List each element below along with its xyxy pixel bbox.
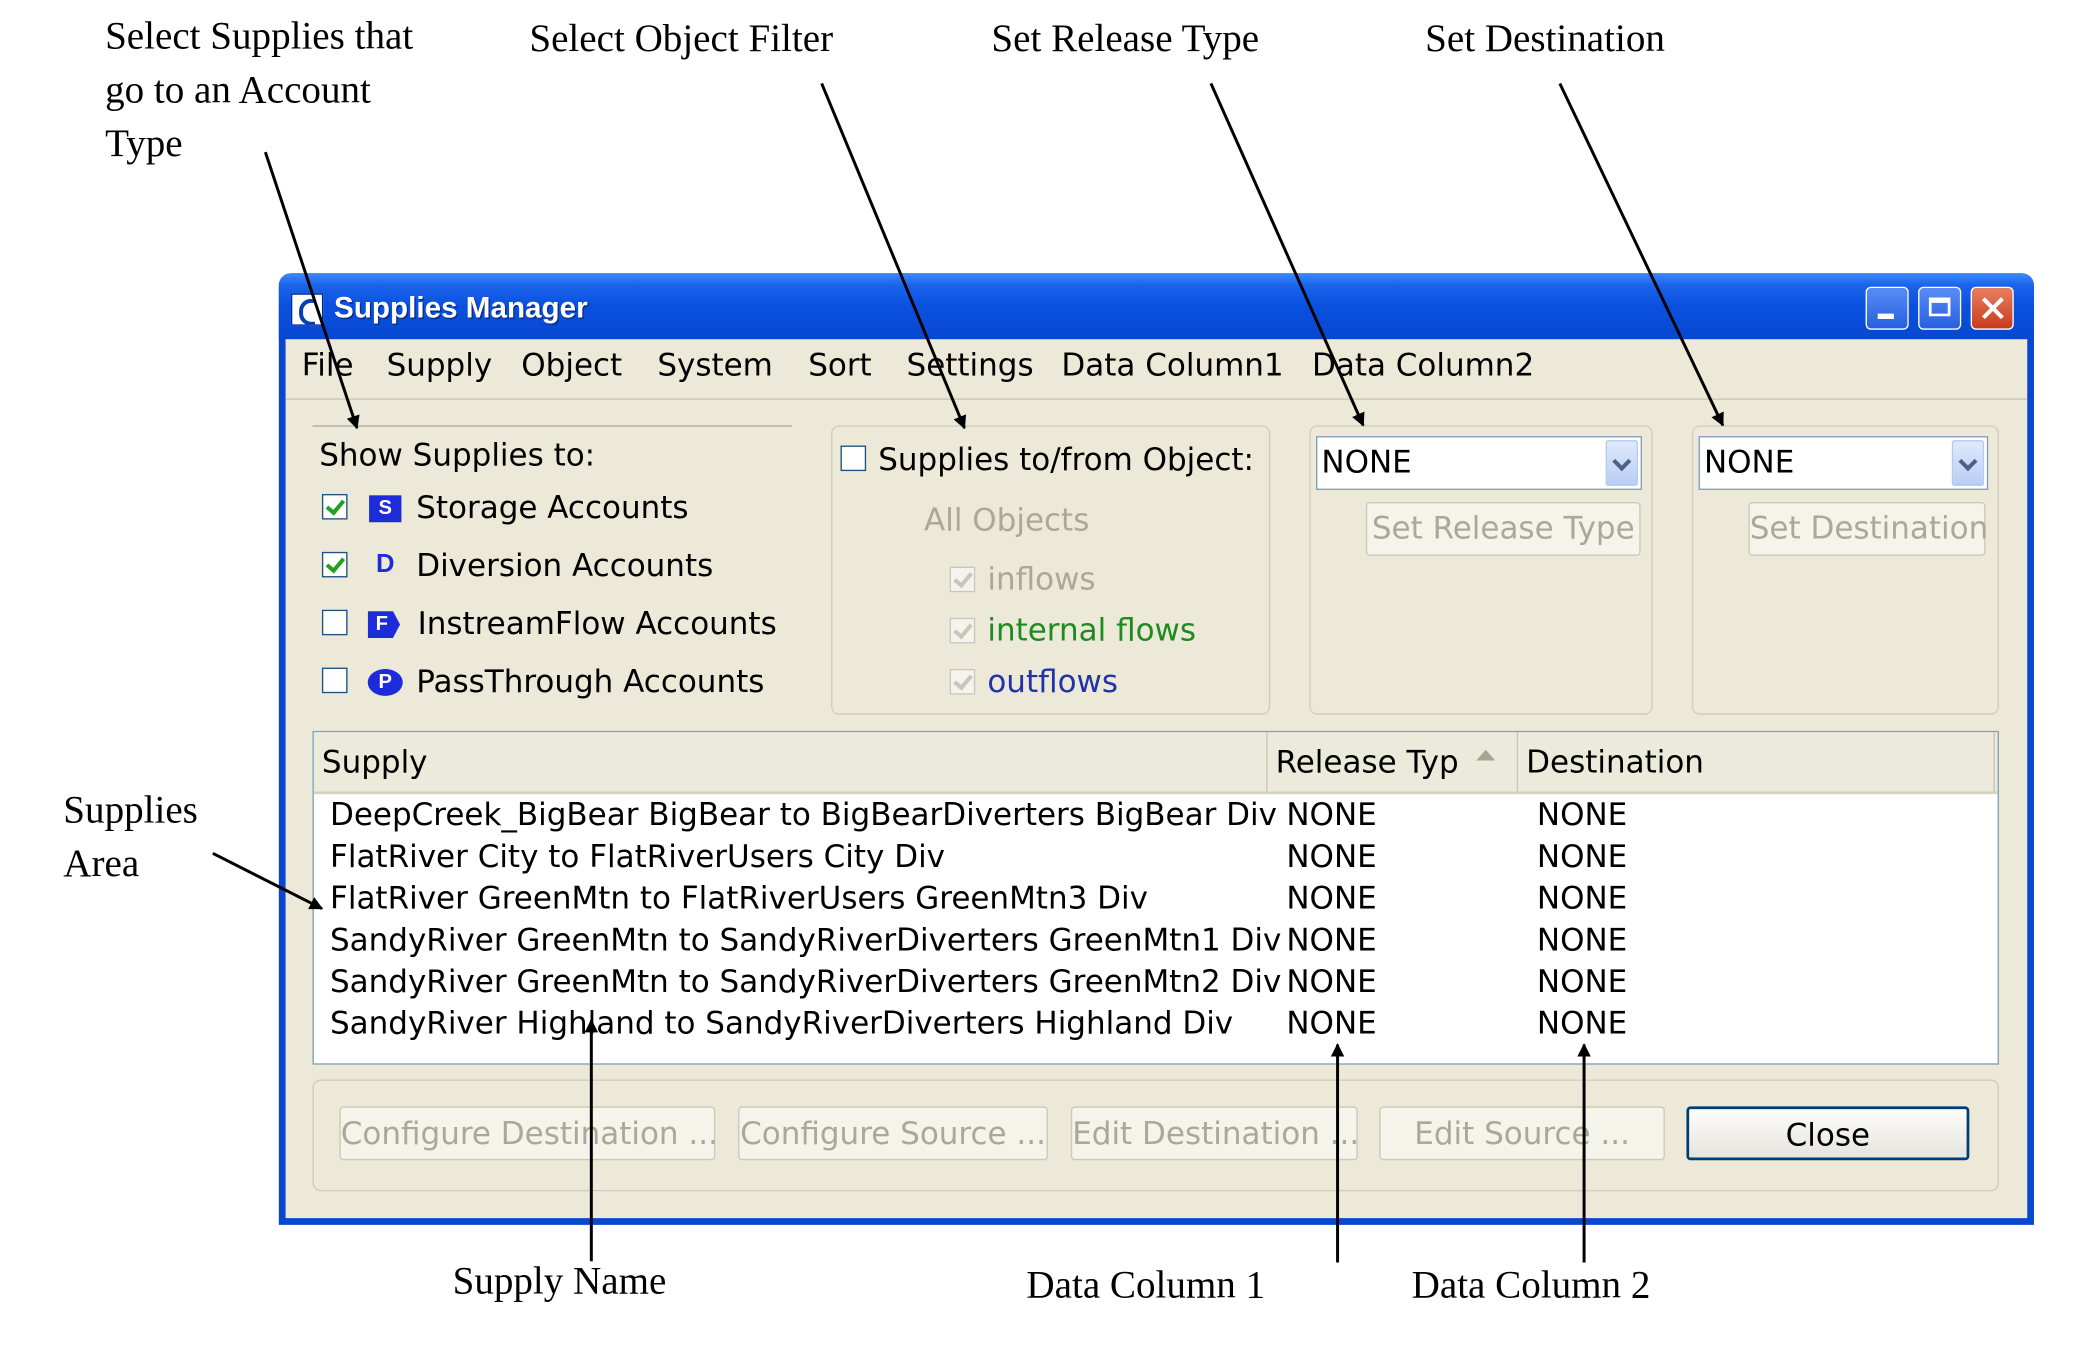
annotation-data-column-1: Data Column 1: [1026, 1263, 1266, 1307]
menu-data-column1[interactable]: Data Column1: [1061, 348, 1284, 384]
chevron-down-icon[interactable]: [1605, 440, 1638, 486]
menu-sort[interactable]: Sort: [808, 348, 872, 384]
edit-source-button[interactable]: Edit Source ...: [1379, 1106, 1665, 1161]
release-type-group: [1309, 425, 1653, 715]
inflows-checkbox[interactable]: [949, 566, 976, 593]
destination-cell: NONE: [1536, 839, 1628, 875]
release-type-dropdown[interactable]: NONE: [1316, 436, 1642, 490]
table-row[interactable]: DeepCreek_BigBear BigBear to BigBearDive…: [314, 795, 1998, 837]
internal-flows-checkbox[interactable]: [949, 617, 976, 644]
release-type-cell: NONE: [1286, 965, 1377, 1001]
passthrough-account-icon: P: [367, 668, 403, 696]
menu-system[interactable]: System: [657, 348, 773, 384]
destination-selected: NONE: [1703, 445, 1795, 481]
column-header-destination[interactable]: Destination: [1518, 732, 1995, 792]
annotation-supplies-area-line2: Area: [63, 842, 140, 886]
table-row[interactable]: SandyRiver GreenMtn to SandyRiverDiverte…: [314, 962, 1998, 1004]
table-header: Supply Release Typ Destination: [313, 732, 1998, 795]
chevron-down-icon[interactable]: [1951, 440, 1985, 486]
passthrough-accounts-label: PassThrough Accounts: [416, 664, 765, 700]
show-supplies-heading: Show Supplies to:: [319, 438, 596, 474]
maximize-icon[interactable]: [1918, 286, 1962, 330]
release-type-selected: NONE: [1321, 445, 1412, 481]
menu-supply[interactable]: Supply: [386, 348, 493, 384]
supply-name-cell: SandyRiver GreenMtn to SandyRiverDiverte…: [330, 923, 1282, 959]
supplies-to-from-object-checkbox[interactable]: [840, 445, 867, 472]
destination-dropdown[interactable]: NONE: [1698, 436, 1989, 490]
all-objects-label: All Objects: [924, 503, 1090, 539]
supply-name-cell: FlatRiver GreenMtn to FlatRiverUsers Gre…: [330, 881, 1148, 917]
close-button[interactable]: Close: [1686, 1106, 1970, 1161]
menu-file[interactable]: File: [301, 348, 354, 384]
supply-name-cell: DeepCreek_BigBear BigBear to BigBearDive…: [330, 798, 1277, 834]
storage-accounts-label: Storage Accounts: [416, 491, 689, 527]
set-destination-label: Set Destination: [1749, 511, 1989, 547]
instreamflow-accounts-checkbox[interactable]: [321, 609, 348, 636]
destination-cell: NONE: [1536, 798, 1628, 834]
internal-flows-label: internal flows: [987, 613, 1197, 649]
diversion-accounts-label: Diversion Accounts: [416, 549, 714, 585]
menu-data-column2[interactable]: Data Column2: [1311, 348, 1535, 384]
close-icon[interactable]: [1970, 286, 2014, 330]
set-release-type-label: Set Release Type: [1371, 511, 1635, 547]
destination-cell: NONE: [1536, 1006, 1628, 1042]
destination-cell: NONE: [1536, 923, 1628, 959]
table-row[interactable]: FlatRiver GreenMtn to FlatRiverUsers Gre…: [314, 879, 1998, 921]
storage-account-icon: S: [369, 495, 402, 523]
instreamflow-account-icon: F: [367, 611, 401, 639]
supply-name-cell: FlatRiver City to FlatRiverUsers City Di…: [330, 839, 946, 875]
annotation-account-type-line3: Type: [105, 122, 183, 166]
supplies-to-from-object-label: Supplies to/from Object:: [878, 442, 1254, 478]
table-row[interactable]: FlatRiver City to FlatRiverUsers City Di…: [314, 837, 1998, 879]
menu-settings[interactable]: Settings: [906, 348, 1034, 384]
instreamflow-accounts-label: InstreamFlow Accounts: [417, 607, 777, 643]
supply-name-cell: SandyRiver GreenMtn to SandyRiverDiverte…: [330, 965, 1282, 1001]
title-bar[interactable]: Supplies Manager: [278, 273, 2034, 340]
menu-bar: File Supply Object System Sort Settings …: [285, 339, 2028, 400]
release-type-cell: NONE: [1286, 881, 1377, 917]
action-buttons-group: [312, 1079, 1999, 1192]
passthrough-accounts-checkbox[interactable]: [321, 667, 348, 694]
destination-group: [1691, 425, 1999, 715]
annotation-account-type-line1: Select Supplies that: [105, 14, 414, 58]
minimize-icon[interactable]: [1865, 286, 1909, 330]
app-logo-icon: [290, 293, 324, 326]
show-supplies-group-divider: [312, 425, 793, 427]
table-row[interactable]: SandyRiver Highland to SandyRiverDiverte…: [314, 1004, 1998, 1046]
outflows-label: outflows: [987, 664, 1119, 700]
release-type-cell: NONE: [1286, 1006, 1377, 1042]
diversion-accounts-checkbox[interactable]: [321, 551, 348, 578]
edit-destination-button[interactable]: Edit Destination ...: [1070, 1106, 1359, 1161]
outflows-checkbox[interactable]: [949, 668, 976, 695]
sort-ascending-icon: [1476, 749, 1496, 761]
set-destination-button[interactable]: Set Destination: [1748, 502, 1989, 556]
window-title: Supplies Manager: [334, 290, 588, 325]
release-type-cell: NONE: [1286, 839, 1377, 875]
annotation-supplies-area-line1: Supplies: [63, 788, 198, 832]
column-header-release-type[interactable]: Release Typ: [1268, 732, 1519, 792]
annotation-data-column-2: Data Column 2: [1411, 1263, 1651, 1307]
storage-accounts-checkbox[interactable]: [321, 493, 348, 520]
table-row[interactable]: SandyRiver GreenMtn to SandyRiverDiverte…: [314, 921, 1998, 963]
set-release-type-button[interactable]: Set Release Type: [1365, 502, 1641, 556]
column-header-supply[interactable]: Supply: [314, 732, 1268, 792]
annotation-object-filter: Select Object Filter: [529, 17, 834, 61]
annotation-account-type-line2: go to an Account: [105, 68, 371, 112]
supplies-table[interactable]: Supply Release Typ Destination DeepCreek…: [312, 730, 1999, 1065]
destination-cell: NONE: [1536, 965, 1628, 1001]
diversion-account-icon: D: [375, 550, 395, 579]
release-type-cell: NONE: [1286, 798, 1377, 834]
object-filter-group: [831, 425, 1271, 715]
configure-destination-button[interactable]: Configure Destination ...: [339, 1106, 718, 1161]
destination-cell: NONE: [1536, 881, 1628, 917]
menu-object[interactable]: Object: [521, 348, 623, 384]
supply-name-cell: SandyRiver Highland to SandyRiverDiverte…: [330, 1006, 1234, 1042]
annotation-destination: Set Destination: [1425, 17, 1665, 61]
inflows-label: inflows: [987, 562, 1096, 598]
annotation-supply-name: Supply Name: [452, 1259, 667, 1303]
annotation-release-type: Set Release Type: [991, 17, 1260, 61]
release-type-cell: NONE: [1286, 923, 1377, 959]
configure-source-button[interactable]: Configure Source ...: [738, 1106, 1048, 1161]
